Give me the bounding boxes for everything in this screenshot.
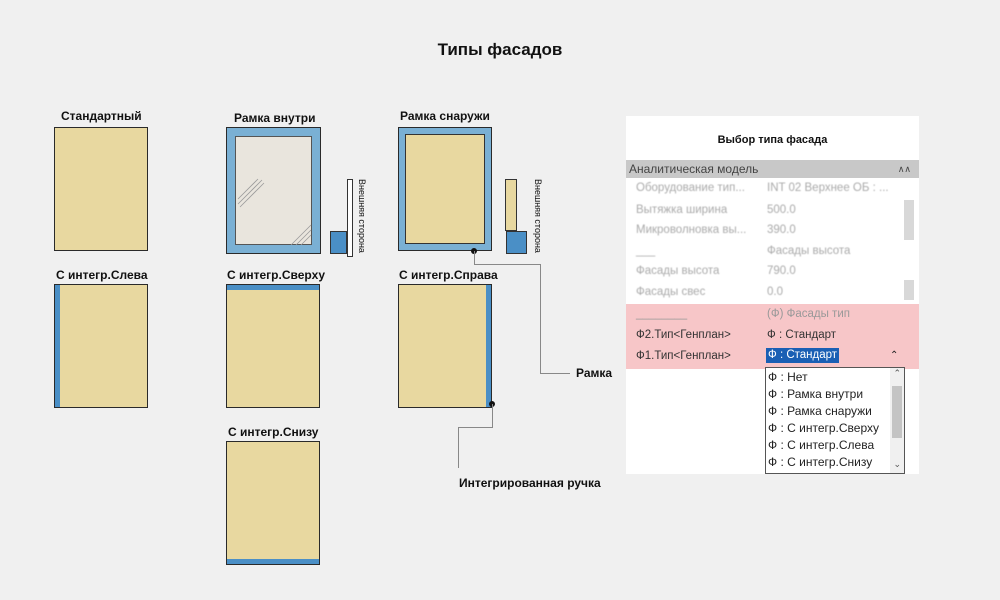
property-row-f2[interactable]: Ф2.Тип<Генплан>Ф : Стандарт	[636, 329, 837, 341]
facade-integ-right	[398, 284, 492, 408]
glass-pane	[235, 136, 312, 246]
handle-right	[486, 285, 491, 407]
panel-scrollbar[interactable]	[904, 200, 914, 240]
facade-standard	[54, 127, 148, 251]
selected-value[interactable]: Ф : Стандарт	[766, 348, 840, 363]
dropdown-item[interactable]: Ф : С интегр.Слева	[768, 438, 875, 452]
handle-leader-v2	[458, 427, 459, 468]
side-indicator-bar-2	[505, 179, 517, 231]
property-row-f1[interactable]: Ф1.Тип<Генплан> Ф : Стандарт ⌃	[626, 346, 919, 366]
dropdown-item[interactable]: Ф : С интегр.Снизу	[768, 455, 873, 469]
facade-integ-top	[226, 284, 320, 408]
facade-integ-left	[54, 284, 148, 408]
property-row: ________(Ф) Фасады тип	[636, 308, 850, 320]
glass-hatch-icon	[237, 178, 312, 246]
frame-leader-h2	[540, 373, 570, 374]
dropdown-item[interactable]: Ф : Рамка снаружи	[768, 404, 872, 418]
dropdown-scrollbar[interactable]: ⌃ ⌄	[890, 368, 904, 473]
label-integ-top: С интегр.Сверху	[227, 268, 326, 282]
facade-frame-inside	[226, 127, 321, 254]
scroll-up-icon[interactable]: ⌃	[893, 368, 901, 378]
dropdown-item[interactable]: Ф : Рамка внутри	[768, 387, 864, 401]
side-indicator-bar	[347, 179, 353, 257]
facade-integ-bottom	[226, 441, 320, 565]
type-dropdown[interactable]: Ф : Нет Ф : Рамка внутри Ф : Рамка снару…	[765, 367, 905, 474]
callout-handle: Интегрированная ручка	[459, 476, 601, 490]
properties-title: Выбор типа фасада	[717, 134, 828, 146]
group-label: Аналитическая модель	[629, 162, 759, 176]
label-integ-left: С интегр.Слева	[56, 268, 148, 282]
frame-outside-panel	[405, 134, 485, 244]
handle-left	[55, 285, 60, 407]
dropdown-item[interactable]: Ф : С интегр.Сверху	[768, 421, 879, 435]
panel-scrollbar-2[interactable]	[904, 280, 914, 300]
property-row: Оборудование тип...INT 02 Верхнее ОБ : .…	[636, 182, 889, 194]
dropdown-item[interactable]: Ф : Нет	[768, 370, 808, 384]
handle-top	[227, 285, 319, 290]
label-standard: Стандартный	[61, 109, 142, 123]
facade-frame-outside	[398, 127, 492, 251]
page-title: Типы фасадов	[437, 40, 563, 59]
collapse-icon[interactable]: ∧∧	[897, 164, 911, 174]
side-indicator-block-2	[506, 231, 527, 254]
group-header[interactable]: Аналитическая модель ∧∧	[626, 160, 919, 178]
label-integ-right: С интегр.Справа	[399, 268, 498, 282]
chevron-up-icon[interactable]: ⌃	[890, 350, 899, 361]
callout-frame: Рамка	[576, 366, 613, 380]
scroll-down-icon[interactable]: ⌄	[893, 459, 901, 469]
outer-side-label-2: Внешняя сторона	[533, 179, 543, 253]
property-row: Микроволновка вы...390.0	[636, 224, 796, 236]
side-indicator-block	[330, 231, 347, 254]
scroll-thumb[interactable]	[892, 386, 902, 438]
label-frame-inside: Рамка внутри	[234, 111, 316, 125]
label-frame-outside: Рамка снаружи	[400, 109, 490, 123]
handle-leader-h1	[458, 427, 493, 428]
property-row: ___Фасады высота	[636, 245, 851, 257]
frame-leader-v2	[540, 264, 541, 373]
handle-bottom	[227, 559, 319, 564]
outer-side-label: Внешняя сторона	[357, 179, 367, 253]
label-integ-bottom: С интегр.Снизу	[228, 425, 319, 439]
frame-leader-h1	[474, 264, 540, 265]
handle-leader-v1	[492, 404, 493, 428]
frame-leader-v1	[474, 251, 475, 264]
